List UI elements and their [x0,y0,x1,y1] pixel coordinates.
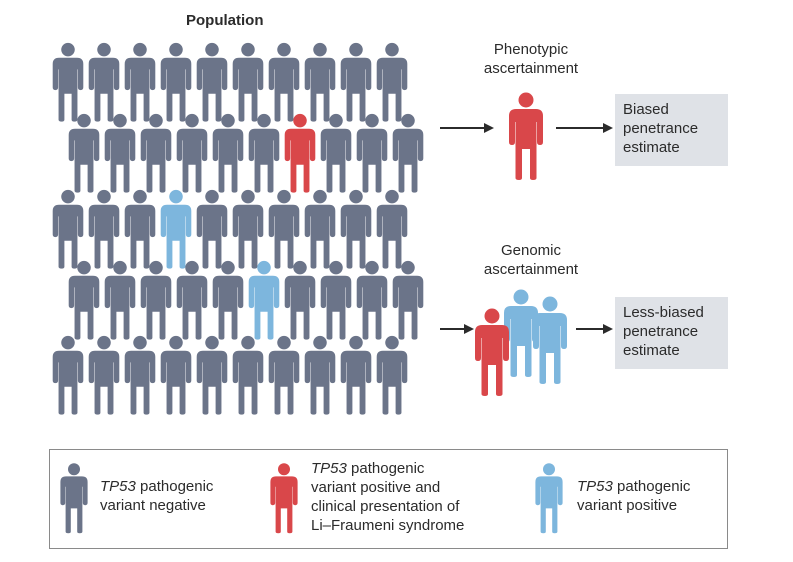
person-negative-icon [232,42,264,122]
person-negative-icon [340,189,372,269]
person-negative-icon [284,260,316,340]
person-negative-icon [124,42,156,122]
person-negative-icon [88,335,120,415]
phenotypic-label-line1: Phenotypic [493,41,569,58]
person-negative-icon [268,335,300,415]
legend-lfs-text: TP53 pathogenic variant positive and cli… [311,459,464,535]
person-lfs-icon [284,113,316,193]
person-negative-icon [176,260,208,340]
person-negative-icon [196,335,228,415]
arrows [440,123,613,334]
legend-positive-line1: pathogenic [612,478,691,495]
person-negative-icon [392,260,424,340]
person-negative-icon [304,335,336,415]
arrow-head-icon [484,123,494,133]
person-negative-icon [176,113,208,193]
person-negative-icon [376,335,408,415]
legend-negative-line2: variant negative [100,497,206,514]
person-negative-icon [340,42,372,122]
legend-negative-line1: pathogenic [135,478,214,495]
arrow-head-icon [464,324,474,334]
legend-positive-line2: variant positive [577,497,678,514]
legend-lfs-line2: variant positive and [311,479,441,496]
population-title: Population [186,12,264,29]
less-biased-line1: Less-biased [623,304,704,321]
legend-lfs-gene: TP53 [311,460,347,477]
legend-lfs-line1: pathogenic [346,460,425,477]
person-negative-icon [268,189,300,269]
legend-lfs-line4: Li–Fraumeni syndrome [311,517,465,534]
genomic-label: Genomic ascertainment [466,241,596,279]
genomic-label-line2: ascertainment [483,261,579,278]
person-negative-icon [140,260,172,340]
less-biased-line2: penetrance [623,323,699,340]
phenotypic-label-line2: ascertainment [483,60,579,77]
arrow-head-icon [603,123,613,133]
person-negative-icon [196,42,228,122]
person-negative-icon [376,42,408,122]
less-biased-line3: estimate [623,342,680,359]
person-negative-icon [356,260,388,340]
person-negative-icon [212,113,244,193]
legend-positive-text: TP53 pathogenic variant positive [577,477,690,515]
population-crowd [52,42,424,415]
person-positive-icon [504,289,538,377]
person-negative-icon [68,260,100,340]
arrow-head-icon [603,324,613,334]
person-negative-icon [212,260,244,340]
person-negative-icon [268,42,300,122]
person-negative-icon [320,113,352,193]
person-negative-icon [232,189,264,269]
person-negative-icon [392,113,424,193]
person-negative-icon [124,189,156,269]
person-negative-icon [68,113,100,193]
legend-box [49,449,728,549]
person-negative-icon [52,189,84,269]
biased-line1: Biased [623,101,669,118]
person-positive-icon [248,260,280,340]
person-lfs-icon [475,308,509,396]
person-negative-icon [104,260,136,340]
person-negative-icon [160,335,192,415]
genomic-label-line1: Genomic [500,242,562,259]
biased-estimate-box: Biased penetrance estimate [615,94,728,166]
legend-positive-gene: TP53 [577,478,613,495]
person-negative-icon [196,189,228,269]
person-negative-icon [232,335,264,415]
person-negative-icon [52,42,84,122]
phenotypic-label: Phenotypic ascertainment [466,40,596,78]
person-negative-icon [104,113,136,193]
biased-line2: penetrance [623,120,699,137]
person-negative-icon [340,335,372,415]
person-negative-icon [356,113,388,193]
person-negative-icon [124,335,156,415]
person-lfs-icon [509,92,543,180]
person-negative-icon [320,260,352,340]
person-negative-icon [88,42,120,122]
biased-line3: estimate [623,139,680,156]
person-negative-icon [140,113,172,193]
person-positive-icon [533,296,567,384]
person-negative-icon [52,335,84,415]
person-negative-icon [304,42,336,122]
person-negative-icon [160,42,192,122]
person-negative-icon [376,189,408,269]
person-positive-icon [160,189,192,269]
person-negative-icon [304,189,336,269]
legend-negative-text: TP53 pathogenic variant negative [100,477,213,515]
person-negative-icon [248,113,280,193]
less-biased-estimate-box: Less-biased penetrance estimate [615,297,728,369]
person-negative-icon [88,189,120,269]
legend-lfs-line3: clinical presentation of [311,498,460,515]
legend-negative-gene: TP53 [100,478,136,495]
